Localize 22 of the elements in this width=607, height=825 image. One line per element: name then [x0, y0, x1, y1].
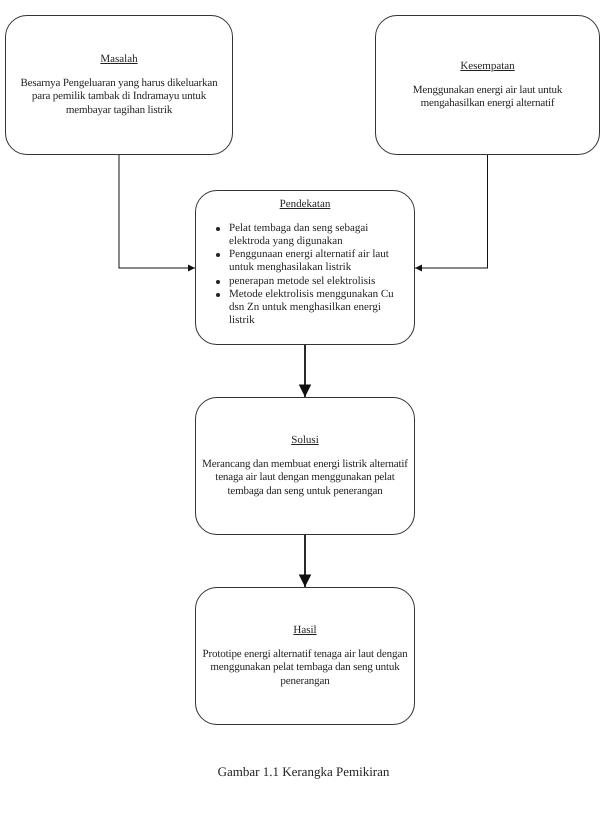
box-text: Menggunakan energi air laut untuk mengahasilkan energi alternatif	[412, 84, 564, 110]
box-heading: Kesempatan	[460, 60, 515, 72]
arrow	[414, 154, 488, 272]
rounded-box	[375, 15, 600, 155]
box-heading: Masalah	[100, 53, 138, 66]
figure-caption: Gambar 1.1 Kerangka Pemikiran	[216, 764, 390, 780]
rounded-box	[195, 587, 415, 725]
arrow	[118, 154, 196, 272]
rounded-box	[5, 15, 233, 155]
rounded-box	[195, 397, 415, 535]
box-heading: Solusi	[291, 434, 319, 446]
arrow	[298, 345, 312, 397]
bullet-text: Pelat tembaga dan seng sebagai elektroda yang digunakan	[229, 222, 370, 248]
box-text: Merancang dan membuat energi listrik alternatif tenaga air laut dengan menggunakan pelat tembaga dan seng untuk penerangan	[201, 458, 409, 498]
box-heading: Hasil	[293, 624, 317, 636]
box-text: Besarnya Pengeluaran yang harus dikeluarkan para pemilik tambak di Indramayu untuk membayar tagihan listrik	[20, 77, 218, 117]
rounded-box	[195, 190, 415, 345]
box-text: Prototipe energi alternatif tenaga air laut dengan menggunakan pelat tembaga dan seng untuk penerangan	[202, 648, 408, 688]
box-heading: Pendekatan	[280, 198, 330, 210]
bullet-text: Metode elektrolisis menggunakan Cu dsn Zn untuk menghasilkan energi listrik	[229, 288, 395, 328]
arrow	[298, 535, 312, 587]
bullet-text: penerapan metode sel elektrolisis	[229, 274, 376, 288]
